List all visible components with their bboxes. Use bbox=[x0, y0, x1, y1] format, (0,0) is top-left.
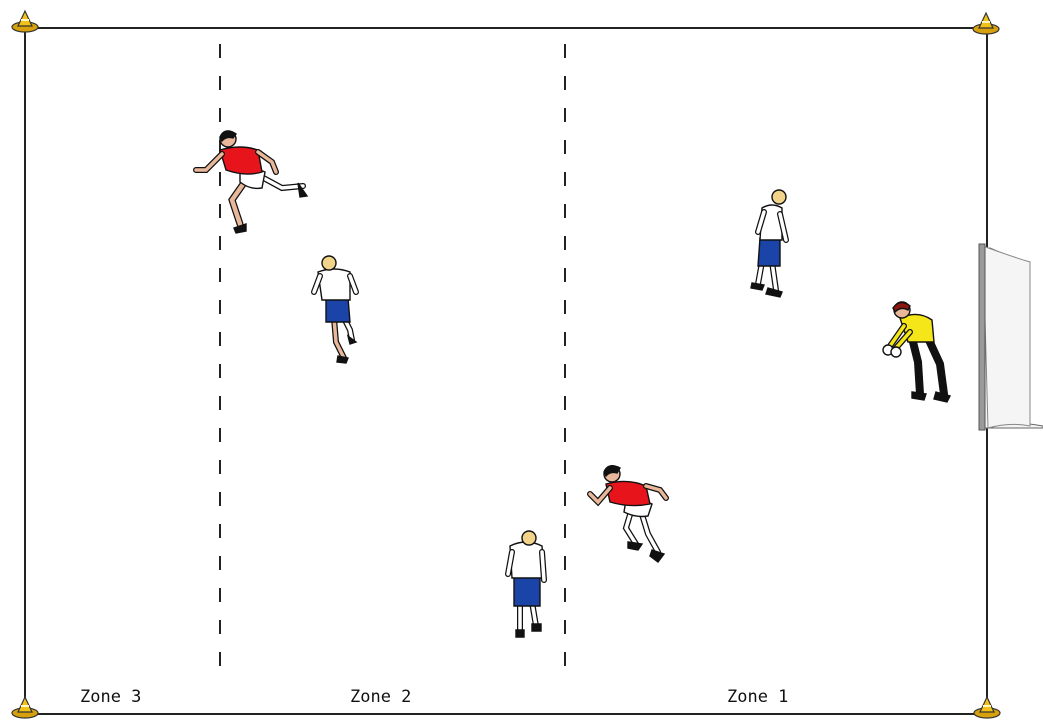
cone-bottom-left bbox=[12, 697, 38, 718]
field-boundary bbox=[25, 28, 987, 714]
attacker-player-1 bbox=[196, 131, 307, 233]
zone-2-label: Zone 2 bbox=[350, 687, 411, 707]
defender-player-3 bbox=[508, 531, 544, 637]
attacker-player-2 bbox=[590, 466, 666, 562]
goalkeeper-player bbox=[883, 302, 950, 402]
zone-1-label: Zone 1 bbox=[727, 687, 788, 707]
defender-player-1 bbox=[314, 256, 356, 363]
cone-top-right bbox=[973, 13, 999, 34]
zone-3-label: Zone 3 bbox=[80, 687, 141, 707]
defender-player-2 bbox=[751, 190, 786, 297]
cone-top-left bbox=[12, 11, 38, 32]
goal bbox=[979, 244, 1043, 430]
cone-bottom-right bbox=[974, 697, 1000, 718]
